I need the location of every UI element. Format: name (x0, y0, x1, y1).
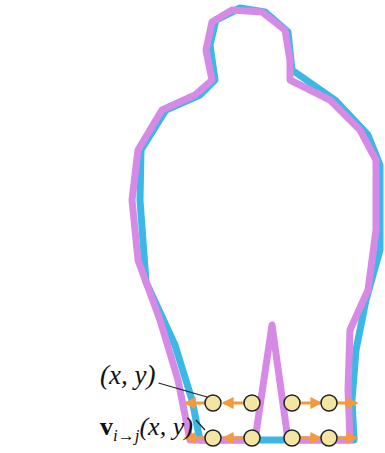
leader-line (158, 383, 207, 397)
leader-line (196, 420, 205, 430)
sample-points (205, 395, 337, 446)
math-label: (x, y) (100, 362, 155, 389)
label-text: v (100, 412, 113, 441)
label-text: (x, y) (100, 360, 155, 390)
label-text: (x, y) (139, 412, 192, 441)
pink-silhouette (132, 10, 376, 440)
subscript-text: i→j (113, 426, 139, 445)
math-label: vi→j(x, y) (100, 414, 193, 444)
